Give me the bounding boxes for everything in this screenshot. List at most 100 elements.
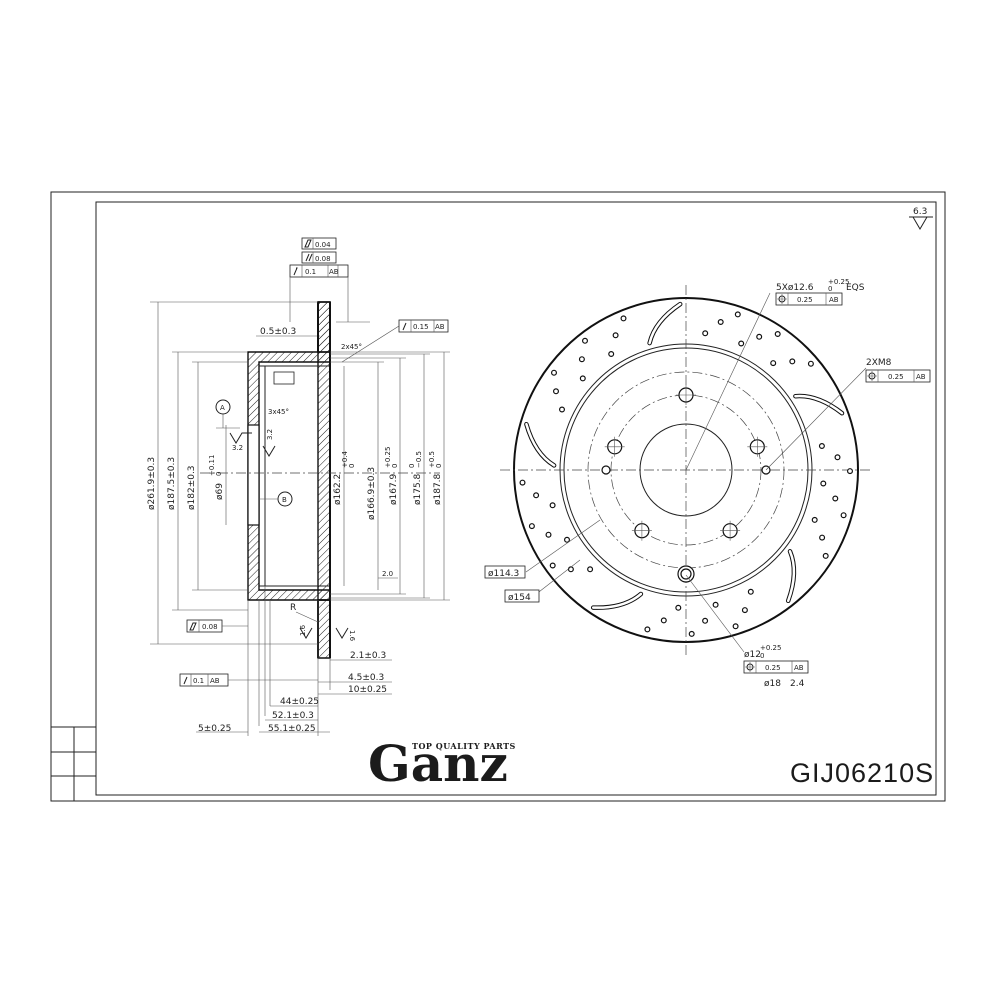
triangle-check-icon (229, 432, 252, 444)
roughness-20: 2.0 (382, 570, 393, 578)
drill-hole (818, 443, 825, 450)
thread-hole (601, 465, 611, 475)
drill-hole (820, 480, 827, 487)
drill-hole (688, 630, 695, 637)
fcf-threads: 0.25 AB (865, 369, 931, 383)
dim-44: 44±0.25 (280, 697, 319, 707)
crosshair-icon (777, 294, 787, 304)
drill-hole (563, 536, 570, 543)
roughness-16a: 1.6 (299, 624, 307, 636)
pcd-label: ø114.3 (488, 569, 519, 579)
drill-hole (822, 552, 829, 559)
drill-hole (832, 495, 839, 502)
parallelogram-icon (189, 622, 197, 631)
drill-hole (545, 531, 552, 538)
dia-175-tol: 0 (408, 464, 416, 468)
triangle-check-icon (262, 445, 276, 457)
pin-ref: AB (794, 664, 804, 672)
dia-154-label: ø154 (508, 593, 531, 603)
dia-187-5: ø187.5±0.3 (167, 457, 177, 510)
brand-name: Ganz (368, 734, 508, 793)
drill-hole (807, 360, 814, 367)
drill-hole (608, 351, 615, 358)
triangle-check-icon (335, 627, 349, 639)
flatness-value: 0.04 (315, 241, 331, 249)
surface-finish-value: 6.3 (913, 207, 927, 217)
diameter-dims: ø261.9±0.3 ø187.5±0.3 ø182±0.3 ø69 +0.11… (147, 301, 450, 645)
runout-right-value: 0.15 (413, 323, 429, 331)
horizontal-dims: 2.1±0.3 4.5±0.3 10±0.25 44±0.25 52.1±0.3… (196, 586, 392, 736)
drill-hole (734, 311, 741, 318)
drill-hole (834, 454, 841, 461)
pin-hole-inner (680, 568, 692, 580)
arrow-icon (402, 322, 407, 331)
flatness-bottom-value: 0.08 (202, 623, 218, 631)
fcf-flatness-bottom: 0.08 (186, 619, 248, 633)
pin-tol: +0.25 (760, 644, 781, 652)
drill-holes (519, 311, 853, 637)
drill-hole (717, 319, 724, 326)
drill-hole (533, 492, 540, 499)
drill-hole (712, 601, 719, 608)
dia-162-2: ø162.2 (333, 474, 343, 505)
dia-167-9: ø167.9 (389, 473, 399, 505)
holes-label: 5Xø12.6 (776, 283, 814, 293)
drill-hole (747, 588, 754, 595)
arrow-icon (183, 676, 188, 685)
radius-r: R (290, 603, 296, 613)
drill-hole (549, 562, 556, 569)
part-number: GIJ06210S (790, 758, 934, 788)
dim-5: 5±0.25 (198, 724, 231, 734)
dim-55-1: 55.1±0.25 (268, 724, 316, 734)
cooling-slot-inner (648, 302, 682, 345)
drill-hole (675, 604, 682, 611)
threads-label: 2XM8 (866, 358, 892, 368)
dim-52-1: 52.1±0.3 (272, 711, 314, 721)
fcf-pin: 0.25 AB (743, 660, 809, 674)
dia-69-tol0: 0 (215, 472, 223, 476)
drill-hole (620, 315, 627, 322)
dia-187-8: ø187.8 (433, 473, 443, 505)
roughness-32a: 3.2 (232, 444, 243, 452)
arrow-icon (293, 267, 298, 276)
drill-hole (550, 369, 557, 376)
runout-ref: AB (329, 268, 339, 276)
dia-175-tol0: −0.5 (415, 451, 423, 468)
dim-4-5: 4.5±0.3 (348, 673, 384, 683)
drill-hole (587, 566, 594, 573)
chamfer-inner: 3x45° (268, 408, 289, 416)
dia-18-label: ø18 (764, 679, 781, 689)
drill-hole (549, 502, 556, 509)
drill-hole (811, 516, 818, 523)
fcf-top: 0.04 0.08 0.1 AB (289, 237, 349, 322)
dia-167-tol0: 0 (391, 464, 399, 468)
cooling-slot-inner (786, 550, 796, 603)
triangle-check-icon (299, 627, 313, 639)
holes-tol: +0.25 (828, 278, 849, 286)
section-view: 0.04 0.08 0.1 AB 0.5±0.3 0.15 AB 2x45° (147, 237, 450, 736)
drill-hole (732, 623, 739, 630)
drill-hole (819, 534, 826, 541)
dim-2-1: 2.1±0.3 (350, 651, 386, 661)
dia-182: ø182±0.3 (187, 465, 197, 510)
drill-hole (558, 406, 565, 413)
drill-hole (519, 479, 526, 486)
crosshair-icon (745, 662, 755, 672)
dia-187-8-tol: +0.5 (428, 451, 436, 468)
pin-label: ø12 (744, 650, 761, 660)
drill-hole (738, 340, 745, 347)
slots (524, 301, 845, 610)
drill-hole (756, 333, 763, 340)
drill-hole (552, 388, 559, 395)
datum-b: B (282, 496, 287, 504)
roughness-16b: 1.6 (348, 630, 356, 642)
parallelogram-icon (304, 239, 312, 248)
pin-pos-value: 0.25 (765, 664, 781, 672)
runout-bottom-ref: AB (210, 677, 220, 685)
dia-162-tol0: 0 (348, 464, 356, 468)
drill-hole (840, 512, 847, 519)
dia-166-9: ø166.9±0.3 (367, 467, 377, 520)
drill-hole (612, 332, 619, 339)
bolt-holes (604, 385, 768, 583)
fcf-runout-bottom: 0.1 AB (179, 673, 318, 687)
